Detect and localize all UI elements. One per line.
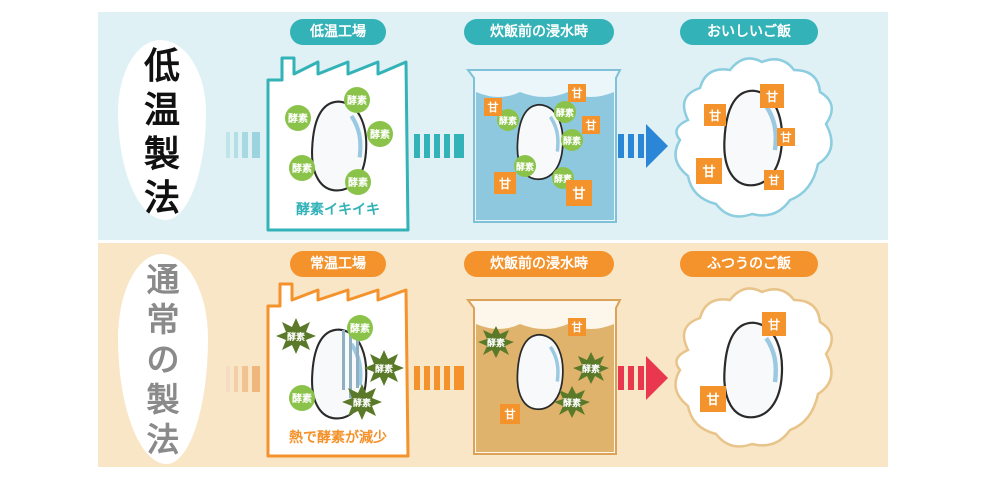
flow-arrow-bottom-2: [618, 356, 668, 400]
step-pill-factory: 常温工場: [290, 251, 386, 277]
svg-text:酵素: 酵素: [499, 115, 517, 127]
enzyme-badge: 酵素: [497, 109, 519, 131]
factory-caption-bottom: 熱で酵素が減少: [289, 430, 387, 446]
svg-text:甘: 甘: [505, 407, 516, 421]
svg-text:酵素: 酵素: [582, 363, 600, 375]
svg-text:酵素: 酵素: [487, 337, 505, 349]
svg-text:甘: 甘: [781, 130, 792, 144]
svg-text:酵素: 酵素: [350, 322, 370, 335]
damaged-enzyme-badge: 酵素: [554, 386, 590, 418]
svg-text:酵素: 酵素: [563, 397, 581, 409]
enzyme-badge: 酵素: [345, 169, 371, 195]
svg-text:酵素: 酵素: [287, 331, 305, 343]
enzyme-badge: 酵素: [554, 101, 576, 123]
damaged-enzyme-badge: 酵素: [364, 350, 404, 386]
sweet-badge: 甘: [568, 84, 586, 102]
svg-text:甘: 甘: [702, 164, 715, 180]
svg-text:酵素: 酵素: [292, 162, 312, 175]
sweet-badge: 甘: [777, 128, 795, 146]
sweet-badge: 甘: [484, 98, 502, 116]
sweet-badge: 甘: [760, 84, 784, 108]
side-label-bg-top: [118, 40, 206, 220]
sweet-badge: 甘: [704, 104, 726, 126]
enzyme-badge: 酵素: [289, 385, 315, 411]
svg-text:酵素: 酵素: [370, 128, 390, 141]
enzyme-badge: 酵素: [289, 155, 315, 181]
enzyme-badge: 酵素: [561, 129, 583, 151]
enzyme-badge: 酵素: [367, 121, 393, 147]
svg-text:甘: 甘: [706, 392, 719, 408]
sweet-badge: 甘: [566, 180, 592, 206]
flow-arrow-top-2: [618, 124, 668, 168]
svg-text:酵素: 酵素: [563, 135, 581, 147]
side-label-bg-bottom: [118, 254, 208, 464]
sweet-badge: 甘: [696, 158, 722, 184]
side-label-low-temp: 低 温 製 法: [143, 45, 180, 219]
svg-text:酵素: 酵素: [556, 107, 574, 119]
svg-text:甘: 甘: [769, 173, 780, 187]
heat-lines: [342, 330, 359, 398]
step-pill-soaking: 炊飯前の浸水時: [464, 19, 614, 45]
incoming-arrow-bottom: [226, 366, 260, 392]
svg-text:甘: 甘: [499, 176, 511, 191]
factory-caption-top: 酵素イキイキ: [296, 202, 380, 218]
svg-text:酵素: 酵素: [516, 161, 534, 173]
svg-text:甘: 甘: [586, 118, 597, 132]
svg-text:酵素: 酵素: [288, 112, 308, 125]
flow-arrow-bottom-1: [414, 366, 464, 390]
svg-text:酵素: 酵素: [375, 363, 393, 375]
damaged-enzyme-badge: 酵素: [573, 352, 609, 384]
damaged-enzyme-badge: 酵素: [478, 326, 514, 358]
flow-arrow-top-1: [414, 134, 464, 158]
svg-text:甘: 甘: [572, 186, 585, 202]
svg-text:甘: 甘: [709, 108, 721, 123]
side-label-normal: 通 常 の 製 法: [146, 260, 180, 459]
svg-text:甘: 甘: [768, 317, 780, 332]
sweet-badge: 甘: [764, 170, 784, 190]
enzyme-badge: 酵素: [344, 87, 370, 113]
damaged-enzyme-badge: 酵素: [342, 384, 382, 420]
svg-text:甘: 甘: [488, 100, 499, 114]
damaged-enzyme-badge: 酵素: [276, 318, 316, 354]
step-pill-factory: 低温工場: [290, 19, 386, 45]
sweet-badge: 甘: [762, 312, 786, 336]
enzyme-badge: 酵素: [514, 155, 536, 177]
sweet-badge: 甘: [494, 172, 516, 194]
step-pill-result: ふつうのご飯: [680, 251, 818, 277]
sweet-badge: 甘: [700, 386, 726, 412]
svg-text:酵素: 酵素: [348, 176, 368, 189]
svg-text:甘: 甘: [572, 320, 583, 334]
svg-text:酵素: 酵素: [353, 397, 371, 409]
step-pill-soaking: 炊飯前の浸水時: [464, 251, 614, 277]
enzyme-badge: 酵素: [285, 105, 311, 131]
svg-text:甘: 甘: [572, 86, 583, 100]
enzyme-badge: 酵素: [347, 315, 373, 341]
sweet-badge: 甘: [500, 404, 520, 424]
sweet-badge: 甘: [568, 318, 586, 336]
incoming-arrow-top: [226, 132, 260, 158]
svg-text:甘: 甘: [766, 89, 778, 104]
svg-text:酵素: 酵素: [292, 392, 312, 405]
svg-text:酵素: 酵素: [347, 94, 367, 107]
step-pill-result: おいしいご飯: [680, 19, 818, 45]
sweet-badge: 甘: [582, 116, 600, 134]
